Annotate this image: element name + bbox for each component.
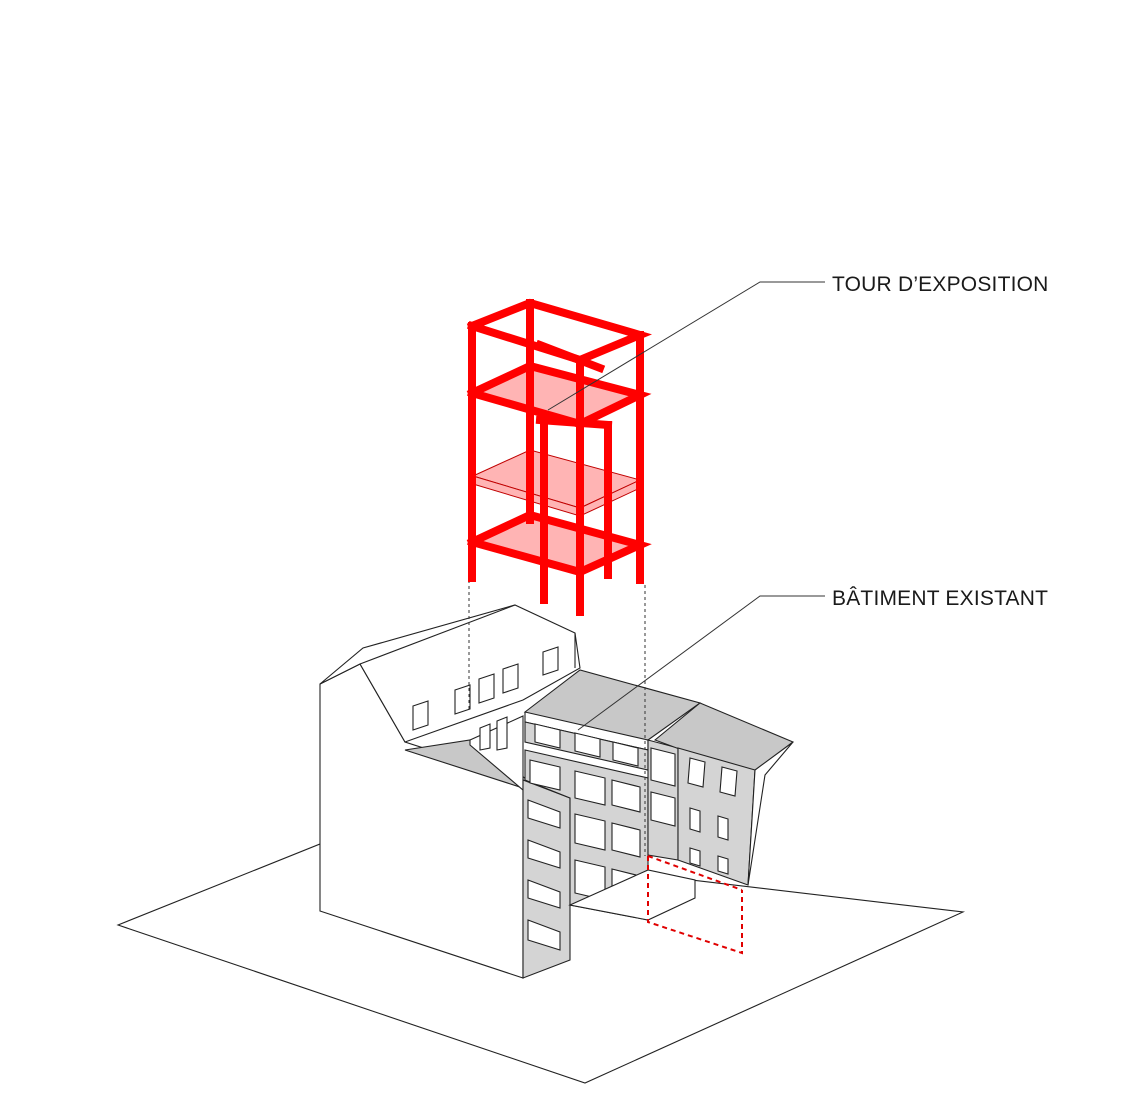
existing-building bbox=[319, 604, 795, 979]
left-block-roof bbox=[319, 604, 581, 743]
label-existing-building: BÂTIMENT EXISTANT bbox=[832, 587, 1048, 610]
projection-lines bbox=[468, 580, 646, 856]
label-existing-group: BÂTIMENT EXISTANT bbox=[577, 587, 1048, 731]
tower-footprint bbox=[647, 855, 743, 955]
courtyard-windows bbox=[479, 716, 508, 751]
exhibition-tower bbox=[466, 298, 653, 616]
right-facade-windows bbox=[687, 757, 738, 875]
middle-dormers bbox=[524, 721, 649, 771]
courtyard-void bbox=[568, 869, 696, 921]
right-gable bbox=[747, 741, 794, 886]
label-tower: TOUR D’EXPOSITION bbox=[832, 273, 1049, 296]
label-tower-group: TOUR D’EXPOSITION bbox=[547, 273, 1049, 411]
left-roof-windows bbox=[412, 646, 559, 731]
inner-facade-openings bbox=[527, 799, 561, 951]
ground-plane bbox=[116, 837, 966, 1084]
